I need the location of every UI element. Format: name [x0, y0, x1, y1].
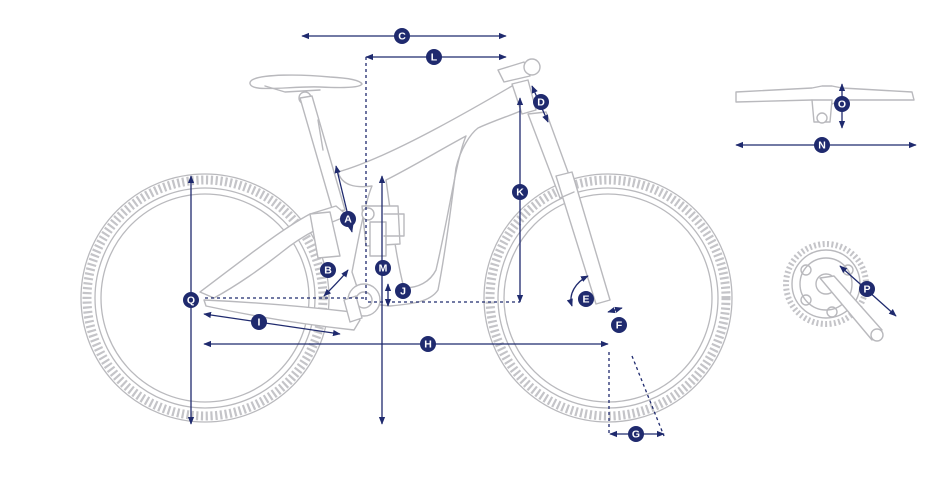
seatpost [299, 95, 346, 213]
label-O: O [834, 96, 850, 112]
label-G: G [628, 426, 644, 442]
svg-text:P: P [863, 284, 870, 296]
svg-text:A: A [344, 214, 352, 226]
svg-text:J: J [400, 286, 406, 298]
handlebar-detail [735, 85, 915, 124]
svg-text:K: K [516, 187, 524, 199]
bike-illustration [80, 58, 733, 423]
svg-text:N: N [818, 140, 826, 152]
label-P: P [859, 281, 875, 297]
label-K: K [512, 184, 528, 200]
rear-triangle [199, 205, 361, 331]
svg-text:B: B [324, 265, 332, 277]
label-C: C [394, 28, 410, 44]
front-wheel [483, 173, 733, 423]
fork [527, 111, 611, 305]
label-J: J [395, 283, 411, 299]
label-B: B [320, 262, 336, 278]
svg-text:M: M [379, 263, 388, 275]
label-M: M [375, 260, 391, 276]
stem-handlebar [497, 58, 541, 83]
svg-text:G: G [632, 429, 640, 441]
label-F: F [611, 317, 627, 333]
label-N: N [814, 137, 830, 153]
label-H: H [420, 336, 436, 352]
frame [337, 79, 537, 307]
svg-text:Q: Q [187, 295, 195, 307]
svg-text:F: F [616, 320, 623, 332]
svg-text:C: C [398, 31, 406, 43]
svg-text:L: L [431, 52, 438, 64]
label-E: E [578, 291, 594, 307]
bottom-bracket [343, 283, 381, 323]
label-L: L [426, 49, 442, 65]
svg-text:E: E [582, 294, 589, 306]
svg-text:H: H [424, 339, 432, 351]
label-I: I [251, 314, 267, 330]
saddle [249, 74, 363, 105]
svg-text:D: D [537, 97, 545, 109]
svg-text:I: I [258, 317, 261, 329]
label-Q: Q [183, 292, 199, 308]
svg-text:O: O [838, 99, 846, 111]
label-D: D [533, 94, 549, 110]
label-A: A [340, 211, 356, 227]
